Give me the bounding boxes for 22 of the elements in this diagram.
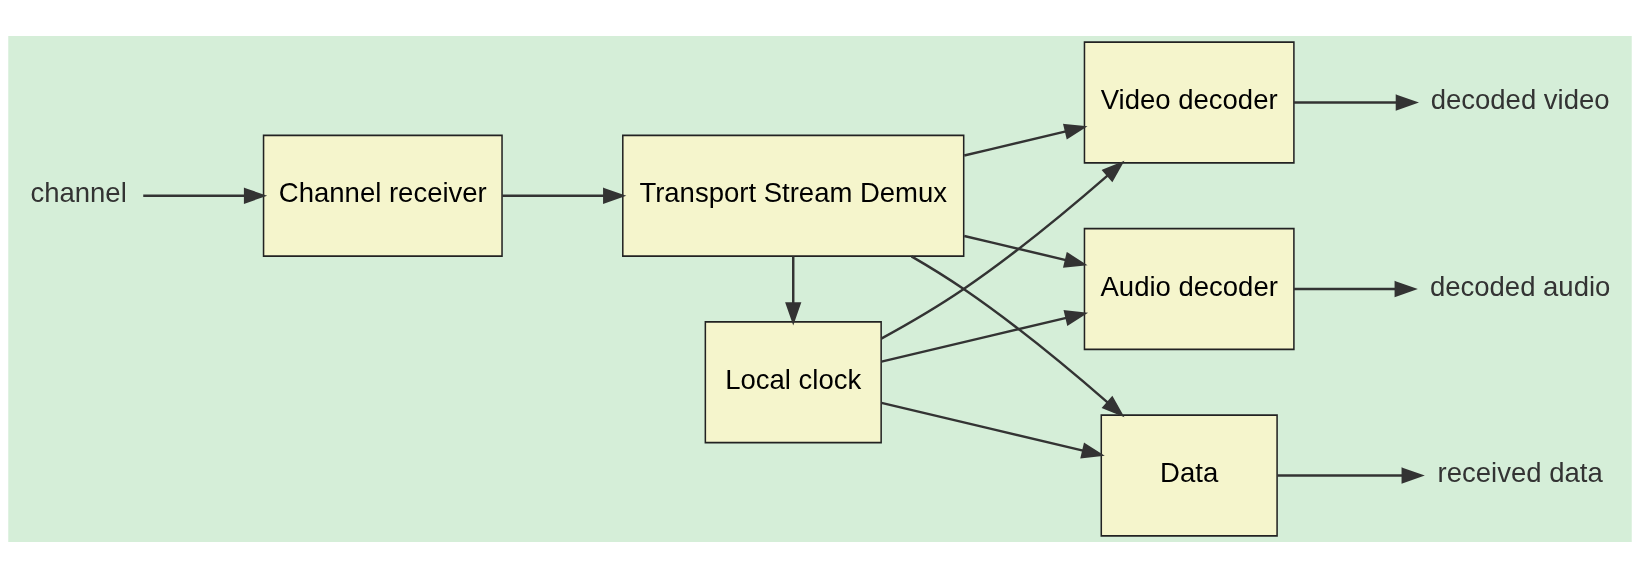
- node-text: received data: [1437, 456, 1603, 488]
- arrow: [880, 160, 1125, 340]
- node-text: channel: [30, 176, 127, 208]
- arrow: [785, 255, 802, 325]
- arrow: [1277, 466, 1425, 484]
- arrow: [1294, 93, 1419, 111]
- arrow: [502, 187, 627, 204]
- node-text: decoded video: [1430, 83, 1610, 115]
- arrow: [143, 187, 268, 204]
- arrow: [881, 309, 1089, 363]
- arrow: [963, 234, 1088, 268]
- node-box: Data: [1100, 413, 1278, 537]
- arrow: [963, 123, 1088, 157]
- arrow: [1294, 280, 1418, 297]
- node-box: Audio decoder: [1083, 227, 1295, 350]
- node-box: Local clock: [704, 320, 882, 443]
- arrow: [910, 254, 1125, 417]
- node-box: Channel receiver: [262, 134, 503, 257]
- node-text: decoded audio: [1429, 270, 1611, 302]
- node-box: Video decoder: [1083, 40, 1295, 164]
- arrow: [881, 401, 1105, 458]
- node-box: Transport Stream Demux: [622, 134, 965, 257]
